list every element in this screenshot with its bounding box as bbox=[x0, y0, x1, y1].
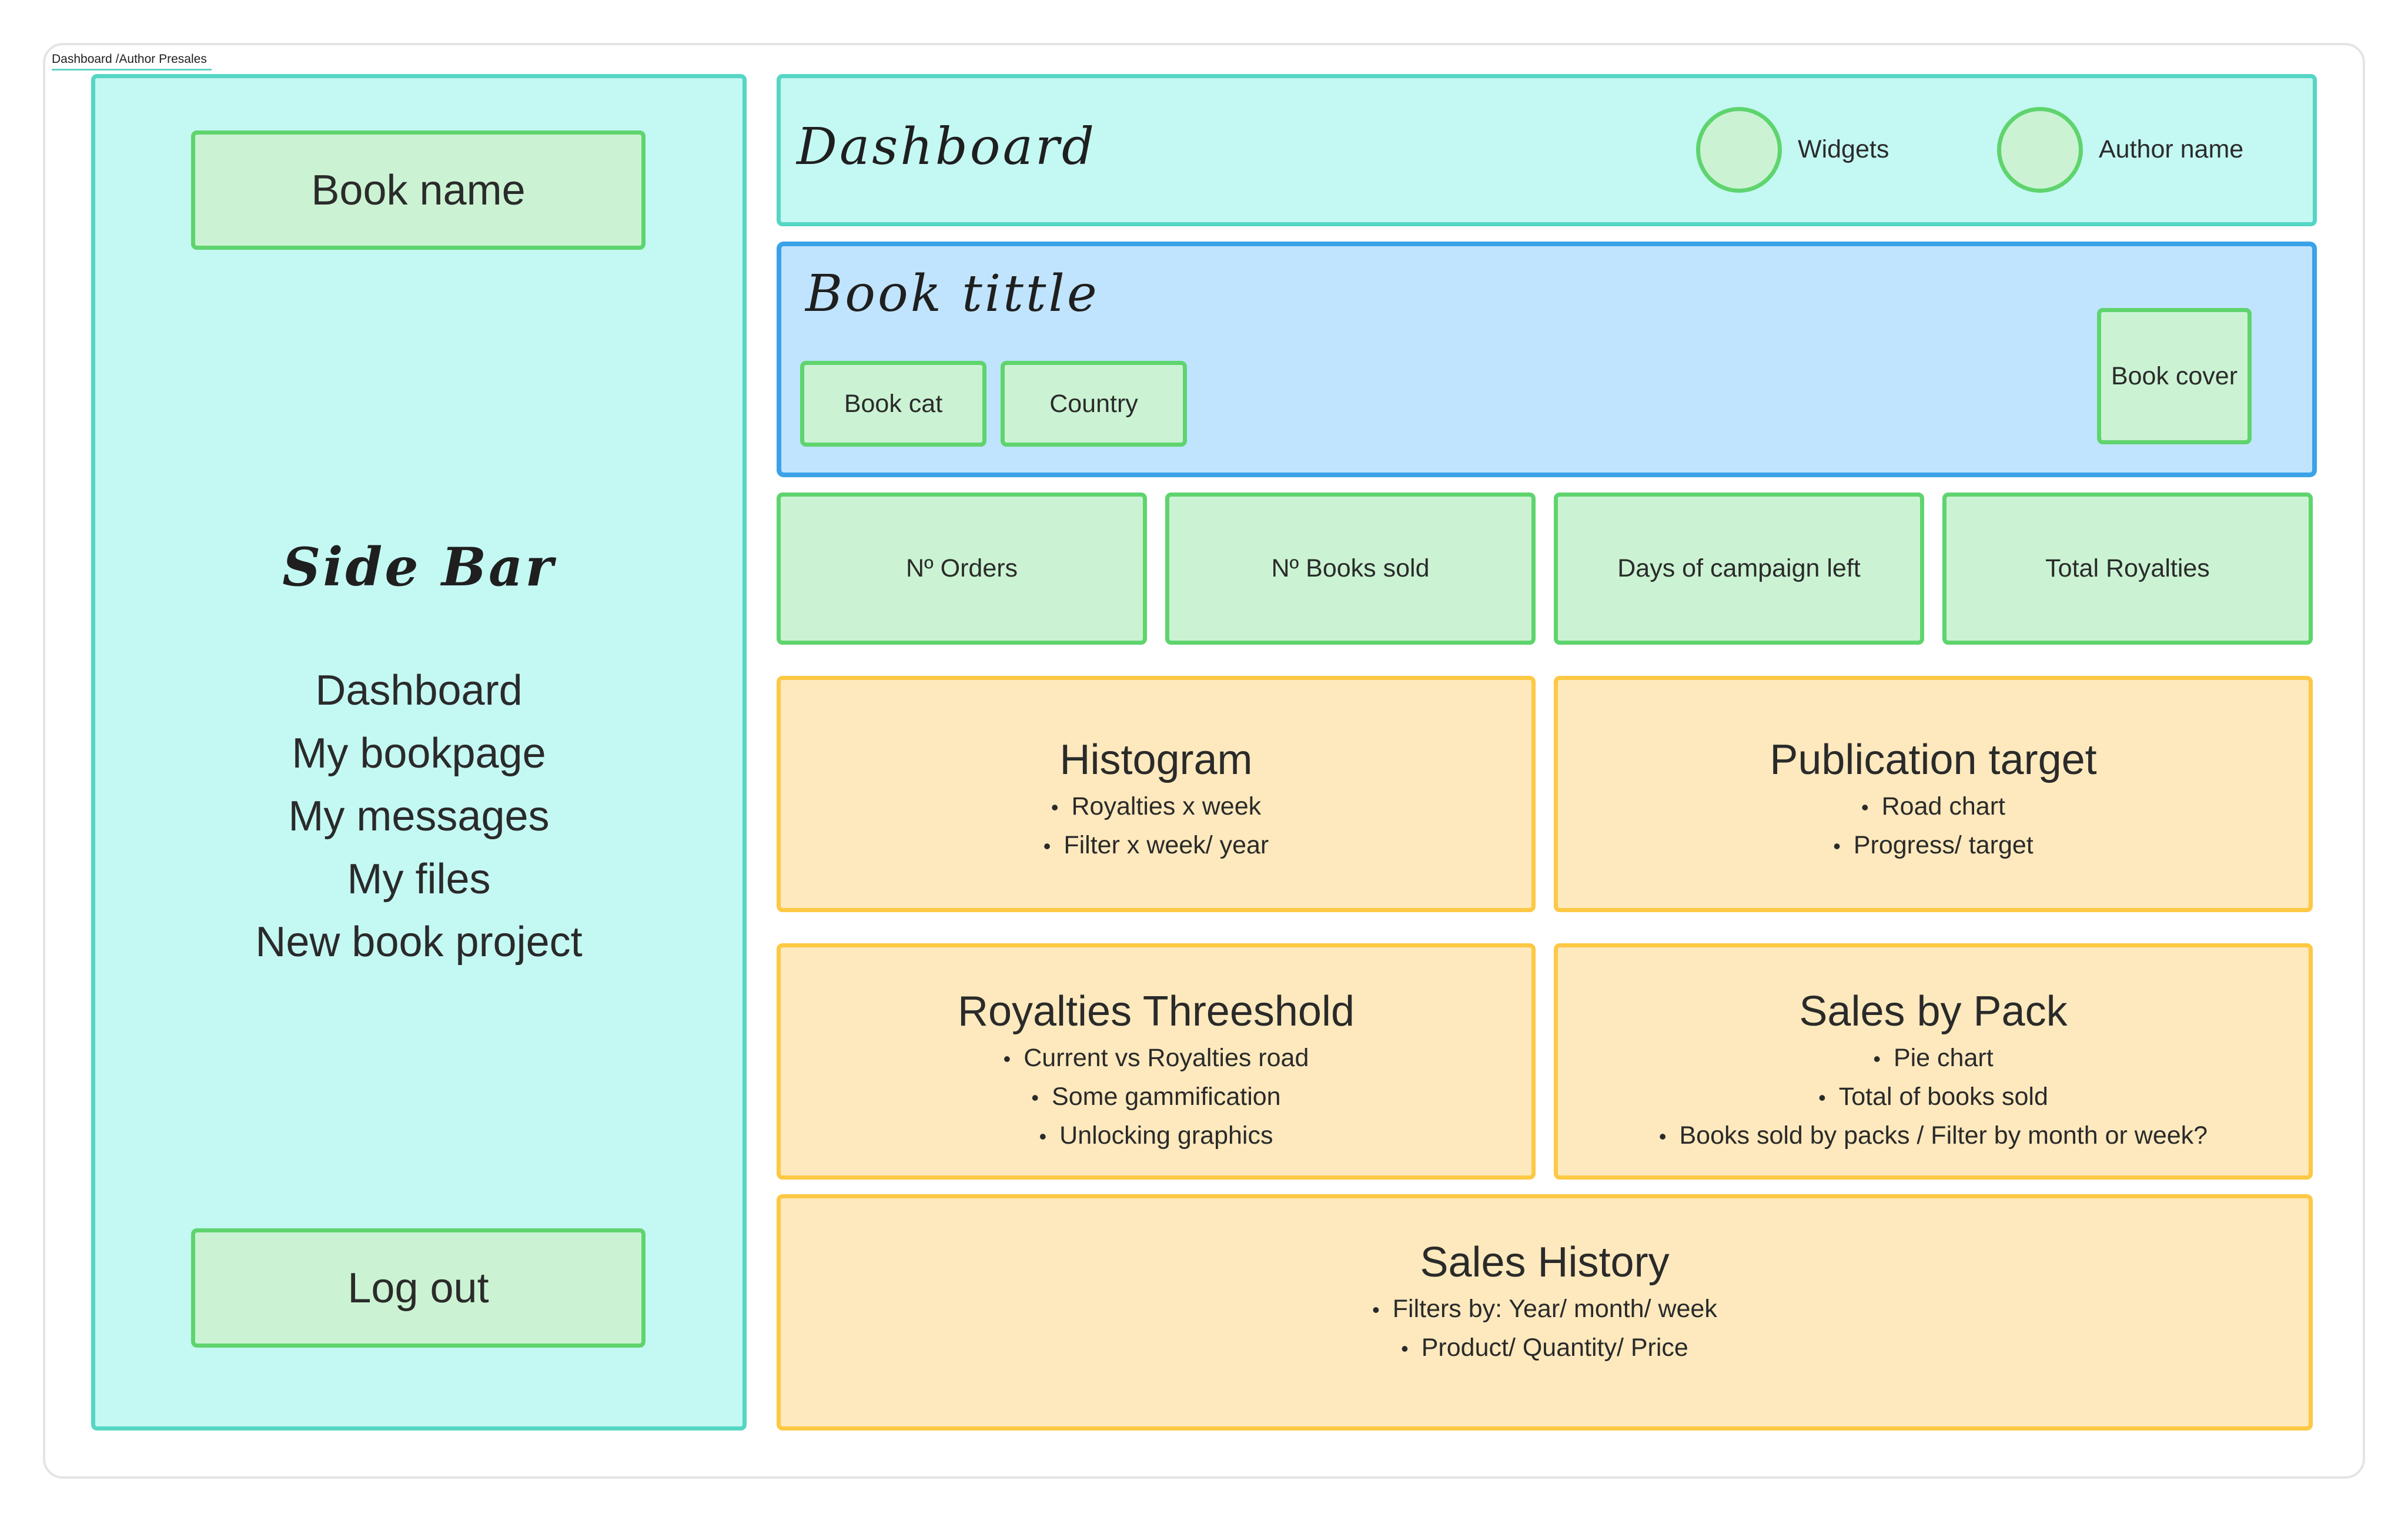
card-title: Sales by Pack bbox=[1799, 988, 2068, 1035]
card-bullets: Pie chart Total of books sold Books sold… bbox=[1558, 1039, 2309, 1155]
stat-label: Days of campaign left bbox=[1617, 554, 1861, 582]
stat-card-days-left[interactable]: Days of campaign left bbox=[1554, 493, 1924, 645]
book-category-label: Book cat bbox=[844, 389, 943, 418]
publication-target-card[interactable]: Publication target Road chart Progress/ … bbox=[1554, 676, 2313, 912]
widgets-label[interactable]: Widgets bbox=[1798, 135, 1889, 163]
stat-label: Nº Books sold bbox=[1271, 554, 1430, 582]
stat-label: Total Royalties bbox=[2045, 554, 2210, 582]
bullet-item: Total of books sold bbox=[1558, 1078, 2309, 1117]
sidebar-title: Side Bar bbox=[282, 536, 556, 598]
logout-button[interactable]: Log out bbox=[191, 1228, 646, 1348]
logout-label: Log out bbox=[347, 1264, 489, 1312]
sidebar-item-my-messages[interactable]: My messages bbox=[288, 793, 550, 840]
widgets-icon[interactable] bbox=[1696, 107, 1782, 193]
book-cover[interactable]: Book cover bbox=[2097, 308, 2252, 444]
stat-card-books-sold[interactable]: Nº Books sold bbox=[1165, 493, 1536, 645]
sales-history-card[interactable]: Sales History Filters by: Year/ month/ w… bbox=[777, 1194, 2313, 1430]
sales-by-pack-card[interactable]: Sales by Pack Pie chart Total of books s… bbox=[1554, 943, 2313, 1180]
bullet-item: Progress/ target bbox=[1558, 826, 2309, 865]
stat-card-total-royalties[interactable]: Total Royalties bbox=[1942, 493, 2313, 645]
card-title: Histogram bbox=[1059, 736, 1253, 783]
book-cover-label: Book cover bbox=[2111, 361, 2238, 390]
card-bullets: Royalties x week Filter x week/ year bbox=[781, 788, 1531, 865]
author-avatar[interactable] bbox=[1997, 107, 2083, 193]
sidebar-item-new-book-project[interactable]: New book project bbox=[255, 919, 583, 966]
sidebar-item-my-files[interactable]: My files bbox=[347, 856, 491, 903]
histogram-card[interactable]: Histogram Royalties x week Filter x week… bbox=[777, 676, 1536, 912]
country-chip[interactable]: Country bbox=[1001, 361, 1187, 447]
page-title: Dashboard bbox=[797, 118, 1097, 176]
card-title: Sales History bbox=[1420, 1239, 1670, 1286]
bullet-item: Filters by: Year/ month/ week bbox=[781, 1290, 2309, 1329]
bullet-item: Pie chart bbox=[1558, 1039, 2309, 1078]
bullet-item: Filter x week/ year bbox=[781, 826, 1531, 865]
book-name-button[interactable]: Book name bbox=[191, 130, 646, 250]
sidebar-item-dashboard[interactable]: Dashboard bbox=[315, 667, 523, 714]
card-title: Publication target bbox=[1770, 736, 2097, 783]
card-bullets: Filters by: Year/ month/ week Product/ Q… bbox=[781, 1290, 2309, 1368]
stat-label: Nº Orders bbox=[905, 554, 1018, 582]
bullet-item: Unlocking graphics bbox=[781, 1117, 1531, 1155]
book-category-chip[interactable]: Book cat bbox=[800, 361, 986, 447]
royalties-threshold-card[interactable]: Royalties Threeshold Current vs Royaltie… bbox=[777, 943, 1536, 1180]
frame-label[interactable]: Dashboard /Author Presales bbox=[52, 52, 212, 71]
bullet-item: Some gammification bbox=[781, 1078, 1531, 1117]
bullet-item: Road chart bbox=[1558, 788, 2309, 826]
bullet-item: Royalties x week bbox=[781, 788, 1531, 826]
book-title: Book tittle bbox=[805, 264, 1099, 323]
stat-card-orders[interactable]: Nº Orders bbox=[777, 493, 1147, 645]
sidebar-item-my-bookpage[interactable]: My bookpage bbox=[292, 730, 546, 777]
sidebar bbox=[91, 74, 747, 1430]
card-bullets: Road chart Progress/ target bbox=[1558, 788, 2309, 865]
sidebar-nav: Dashboard My bookpage My messages My fil… bbox=[91, 659, 747, 974]
author-name-label[interactable]: Author name bbox=[2099, 135, 2244, 163]
bullet-item: Current vs Royalties road bbox=[781, 1039, 1531, 1078]
bullet-item: Product/ Quantity/ Price bbox=[781, 1329, 2309, 1368]
country-label: Country bbox=[1049, 389, 1138, 418]
card-title: Royalties Threeshold bbox=[957, 988, 1355, 1035]
card-bullets: Current vs Royalties road Some gammifica… bbox=[781, 1039, 1531, 1155]
bullet-item: Books sold by packs / Filter by month or… bbox=[1558, 1117, 2309, 1155]
book-name-label: Book name bbox=[311, 166, 526, 214]
